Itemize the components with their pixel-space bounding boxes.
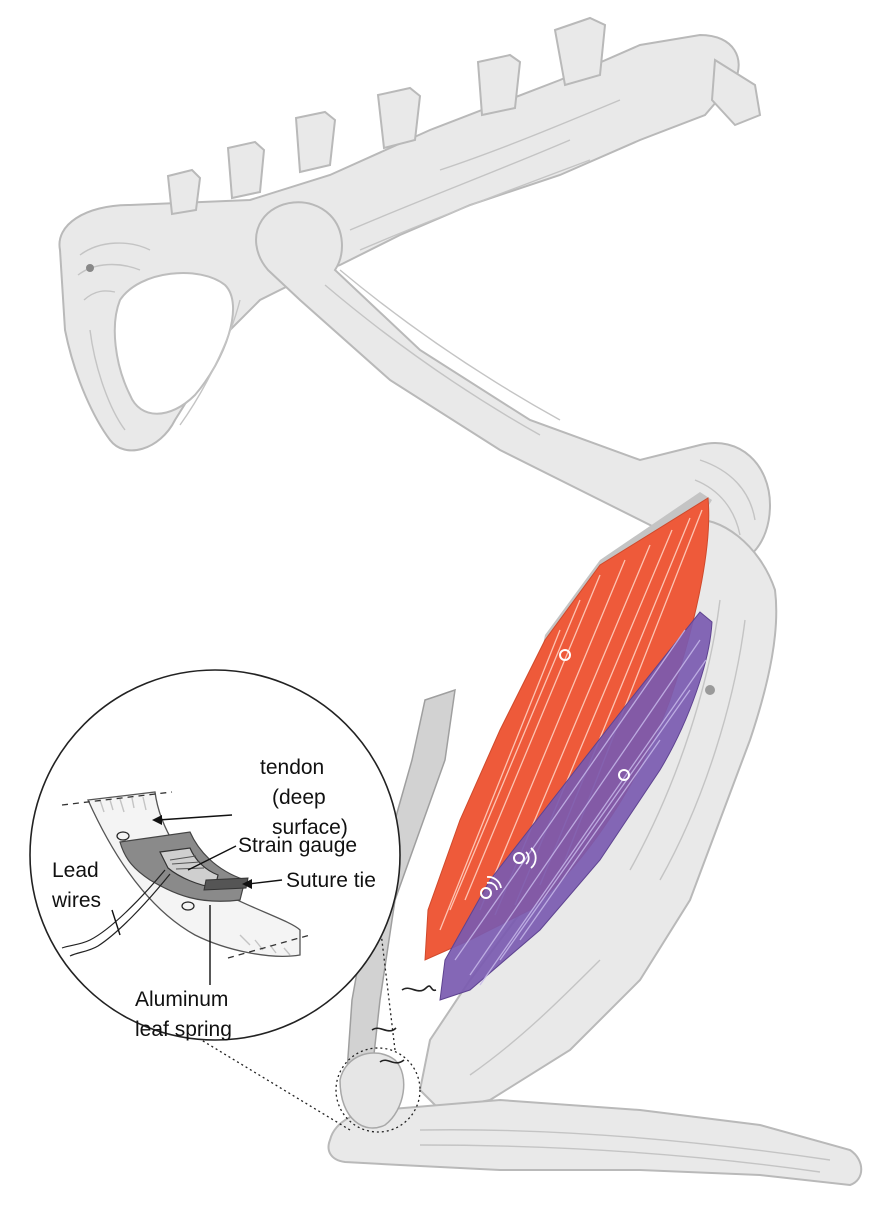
label-tendon: tendon bbox=[260, 756, 324, 779]
label-tendon-deep: (deep bbox=[272, 786, 326, 809]
label-aluminum: Aluminum bbox=[135, 988, 228, 1011]
inset-strain-gauge-detail: tendon (deep surface) Strain gauge Lead … bbox=[30, 670, 400, 1041]
suture-knot-icon bbox=[402, 986, 436, 991]
label-suture-tie: Suture tie bbox=[286, 869, 376, 892]
label-lead-wires-line2: wires bbox=[51, 889, 101, 912]
label-lead-wires-line1: Lead bbox=[52, 859, 99, 882]
inset-suture-tie bbox=[204, 878, 248, 890]
label-leaf-spring: leaf spring bbox=[135, 1018, 232, 1041]
foot-bones bbox=[329, 1100, 862, 1185]
label-strain-gauge: Strain gauge bbox=[238, 834, 357, 857]
